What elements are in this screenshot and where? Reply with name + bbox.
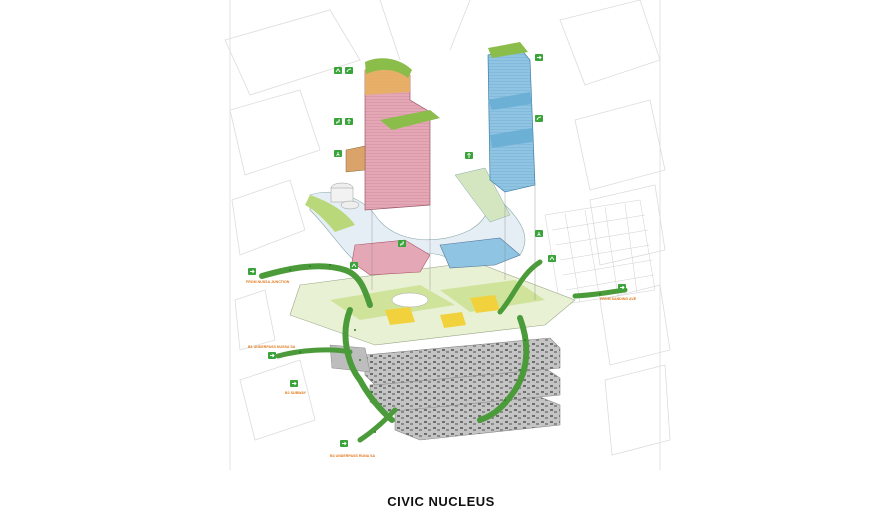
- green-dots: [289, 264, 601, 433]
- greenery-icon: [548, 255, 556, 262]
- context-city-lines: [224, 0, 671, 470]
- plaza-level: [289, 261, 576, 346]
- arrow-icon: [340, 440, 348, 447]
- greenery-icon: [350, 262, 358, 269]
- arrow-icon: [618, 284, 626, 291]
- context-grid-building: [544, 199, 656, 306]
- stair-icon: [398, 240, 406, 247]
- podium-level: [305, 167, 526, 276]
- stair-icon: [334, 118, 342, 125]
- greenery-icon: [334, 67, 342, 74]
- label-b1-underpass: B1 UNDERPASS NUSSA SA: [248, 345, 296, 349]
- leaf-icon: [535, 115, 543, 122]
- label-from-sanding-ave: FROM SANDING AVE: [600, 297, 637, 301]
- label-b2-subway: B2 SUBWAY: [285, 391, 307, 395]
- arrow-icon: [248, 268, 256, 275]
- figure-caption: CIVIC NUCLEUS: [387, 494, 495, 509]
- blue-tower: [487, 42, 536, 193]
- leaf-icon: [345, 67, 353, 74]
- tree-icon: [465, 152, 473, 159]
- tree-icon: [345, 118, 353, 125]
- connector-lines: [371, 185, 536, 300]
- arrow-icon: [290, 380, 298, 387]
- arrow-icon: [535, 54, 543, 61]
- pink-tower: [345, 58, 440, 211]
- people-icon: [334, 150, 342, 157]
- arrow-icon: [268, 352, 276, 359]
- label-from-nussa-junction: FROM NUSSA JUNCTION: [246, 280, 290, 284]
- label-b3-underpass: B3 UNDERPASS RUNA SA: [330, 454, 376, 458]
- people-icon: [535, 230, 543, 237]
